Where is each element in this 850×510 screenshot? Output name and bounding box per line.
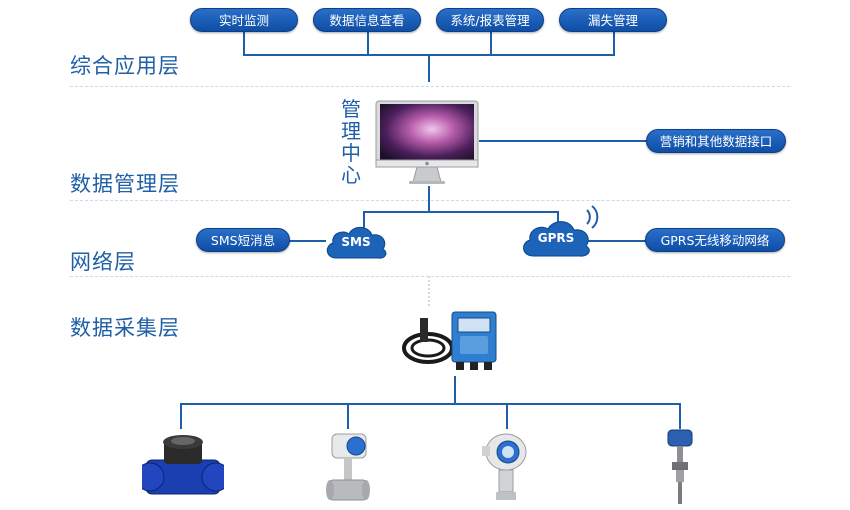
data-info-button[interactable]: 数据信息查看 [313, 8, 421, 32]
sms-message-pill[interactable]: SMS短消息 [196, 228, 290, 252]
sms-pill-connector [286, 240, 326, 242]
connector-sms [363, 211, 365, 229]
divider-1 [70, 86, 790, 87]
insertion-probe-icon [667, 429, 693, 504]
network-bus-line [363, 211, 559, 213]
sms-cloud: SMS [322, 222, 390, 262]
vortex-flowmeter-icon [326, 433, 370, 501]
divider-2 [70, 200, 790, 201]
connector-device-3 [506, 403, 508, 429]
layer-label-data-mgmt: 数据管理层 [70, 172, 180, 196]
sms-cloud-label: SMS [341, 235, 371, 249]
device-bus-line [180, 403, 680, 405]
connector-logger-tree [454, 376, 456, 404]
layer-label-collection: 数据采集层 [70, 316, 180, 340]
connector-1 [243, 30, 245, 56]
divider-3 [70, 276, 790, 277]
connector-4 [613, 30, 615, 56]
pressure-transmitter-icon [482, 433, 527, 500]
connector-gprs [557, 211, 559, 227]
connector-device-2 [347, 403, 349, 429]
leakage-management-button[interactable]: 漏失管理 [559, 8, 667, 32]
wireless-signal-icon [586, 205, 599, 229]
gprs-cloud-label: GPRS [537, 231, 575, 245]
center-char-4: 心 [341, 163, 361, 187]
connector-2 [367, 30, 369, 56]
connector-center-network [428, 186, 430, 212]
management-center-label: 管 理 中 心 [340, 98, 362, 186]
connector-network-logger [428, 276, 430, 306]
center-char-1: 管 [341, 97, 361, 121]
water-meter-icon [142, 435, 224, 495]
interface-connector [479, 140, 649, 142]
connector-device-1 [180, 403, 182, 429]
connector-to-center [428, 54, 430, 82]
marketing-data-interface-pill[interactable]: 营销和其他数据接口 [646, 129, 786, 153]
monitor-icon [375, 100, 479, 184]
layer-label-app: 综合应用层 [70, 54, 180, 78]
layer-label-network: 网络层 [70, 250, 136, 274]
center-char-3: 中 [341, 141, 361, 165]
sms-cloud-icon [326, 226, 387, 259]
center-char-2: 理 [341, 119, 361, 143]
gprs-pill-connector [588, 240, 648, 242]
gprs-network-pill[interactable]: GPRS无线移动网络 [645, 228, 785, 252]
connector-3 [490, 30, 492, 56]
connector-device-4 [679, 403, 681, 429]
gprs-cloud: GPRS [518, 216, 594, 260]
realtime-monitor-button[interactable]: 实时监测 [190, 8, 298, 32]
system-report-button[interactable]: 系统/报表管理 [436, 8, 544, 32]
data-logger-icon [402, 311, 497, 370]
gprs-cloud-icon [523, 221, 590, 257]
